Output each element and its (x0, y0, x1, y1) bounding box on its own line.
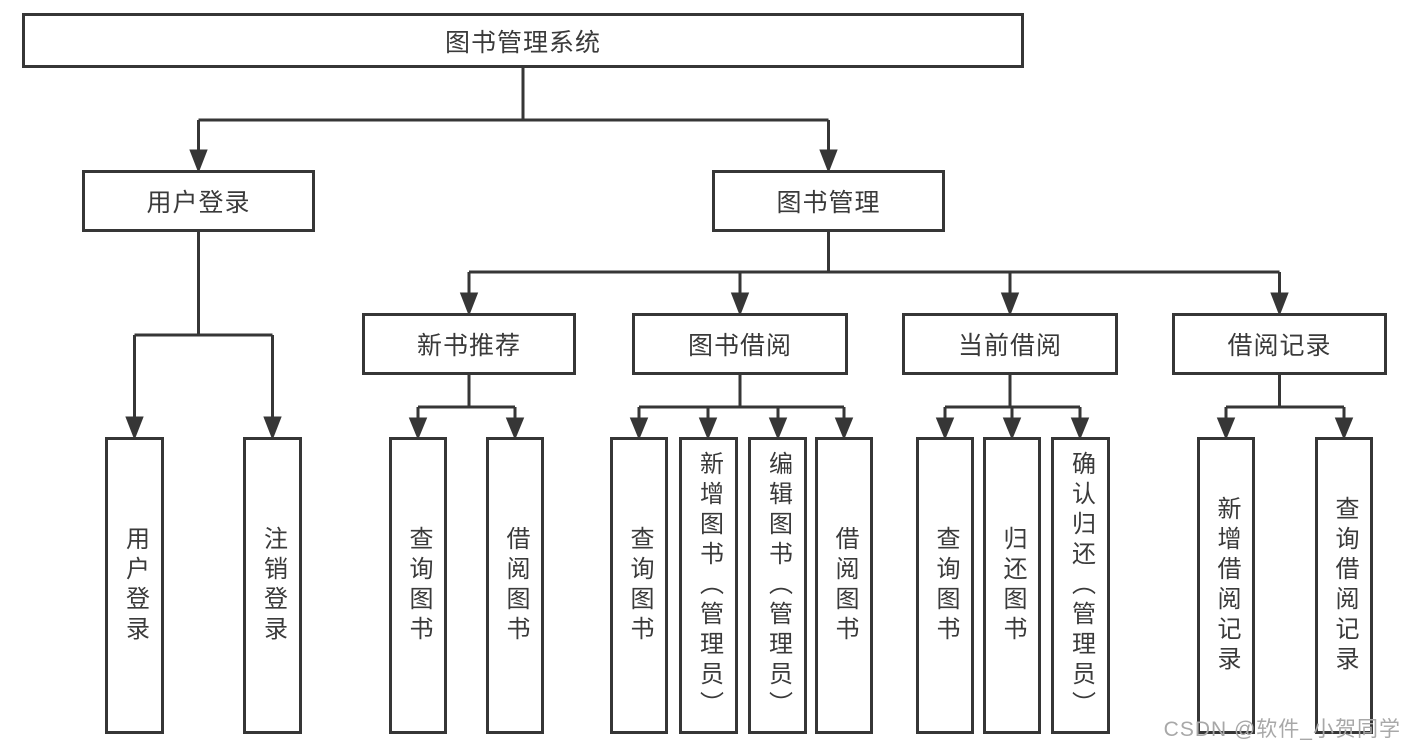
leaf-current-return-book: 归还图书 (983, 437, 1041, 734)
leaf-record-query-borrow-record-label: 查询借阅记录 (1331, 495, 1358, 676)
leaf-borrow-edit-book-admin-label: 编辑图书（管理员） (764, 450, 792, 721)
node-library-system-label: 图书管理系统 (444, 28, 601, 57)
connectors-book-borrow (629, 375, 854, 440)
connectors-borrow-record (1216, 375, 1354, 440)
leaf-current-query-book-label: 查询图书 (932, 525, 959, 646)
connectors-book-mgmt (459, 232, 1289, 317)
connectors-root (189, 68, 838, 174)
leaf-borrow-borrow-book: 借阅图书 (815, 437, 873, 734)
leaf-user-login: 用户登录 (105, 437, 164, 734)
leaf-current-query-book: 查询图书 (916, 437, 974, 734)
leaf-record-add-borrow-record-label: 新增借阅记录 (1213, 495, 1240, 676)
connectors-user-login (125, 232, 282, 441)
node-current-borrow: 当前借阅 (902, 313, 1118, 375)
leaf-borrow-borrow-book-label: 借阅图书 (831, 525, 858, 646)
node-borrow-record: 借阅记录 (1172, 313, 1387, 375)
node-user-login-label: 用户登录 (146, 189, 251, 217)
node-borrow-record-label: 借阅记录 (1227, 332, 1332, 360)
leaf-logout-label: 注销登录 (259, 525, 287, 646)
node-library-system: 图书管理系统 (22, 13, 1024, 68)
node-book-management: 图书管理 (712, 170, 945, 232)
node-current-borrow-label: 当前借阅 (957, 332, 1062, 360)
leaf-user-login-label: 用户登录 (121, 525, 149, 646)
leaf-record-query-borrow-record: 查询借阅记录 (1315, 437, 1373, 734)
node-book-borrow: 图书借阅 (632, 313, 848, 375)
leaf-recommend-query-book: 查询图书 (389, 437, 447, 734)
leaf-borrow-query-book-label: 查询图书 (626, 525, 653, 646)
leaf-current-return-book-label: 归还图书 (999, 525, 1026, 646)
leaf-recommend-borrow-book: 借阅图书 (486, 437, 544, 734)
leaf-logout: 注销登录 (243, 437, 302, 734)
leaf-borrow-query-book: 查询图书 (610, 437, 668, 734)
leaf-recommend-borrow-book-label: 借阅图书 (502, 525, 529, 646)
leaf-borrow-add-book-admin-label: 新增图书（管理员） (695, 450, 723, 721)
leaf-recommend-query-book-label: 查询图书 (405, 525, 432, 646)
node-new-book-recommend: 新书推荐 (362, 313, 576, 375)
leaf-current-confirm-return-admin-label: 确认归还（管理员） (1067, 450, 1095, 721)
leaf-borrow-edit-book-admin: 编辑图书（管理员） (748, 437, 807, 734)
connectors-current-borrow (935, 375, 1090, 440)
node-user-login: 用户登录 (82, 170, 315, 232)
csdn-watermark: CSDN @软件_小贺同学 (1163, 718, 1401, 741)
node-book-management-label: 图书管理 (776, 189, 881, 217)
node-book-borrow-label: 图书借阅 (687, 332, 792, 360)
leaf-record-add-borrow-record: 新增借阅记录 (1197, 437, 1255, 734)
leaf-borrow-add-book-admin: 新增图书（管理员） (679, 437, 738, 734)
node-new-book-recommend-label: 新书推荐 (416, 332, 521, 360)
leaf-current-confirm-return-admin: 确认归还（管理员） (1051, 437, 1110, 734)
connectors-new-book-rec (408, 375, 525, 440)
